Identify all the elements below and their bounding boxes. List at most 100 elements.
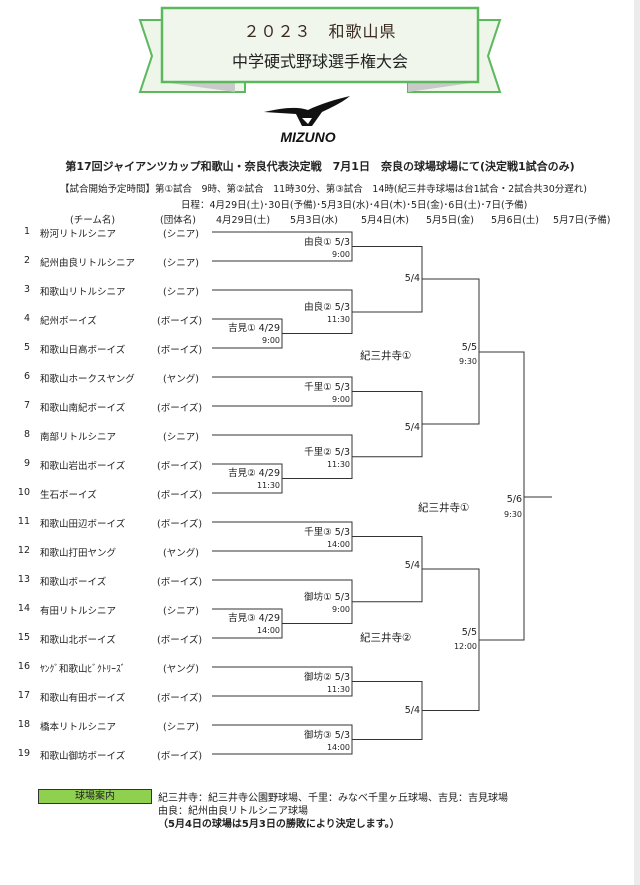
team-number: 13: [17, 574, 30, 585]
match-label: 千里③ 5/3: [304, 527, 350, 538]
team-group: (シニア): [163, 606, 199, 617]
team-group: (シニア): [163, 722, 199, 733]
team-number: 9: [23, 458, 30, 469]
team-number: 6: [23, 371, 30, 382]
team-name: ﾔﾝｸﾞ和歌山ﾋﾞｸﾄﾘｰｽﾞ: [40, 664, 126, 675]
team-name: 生石ボーイズ: [40, 490, 97, 501]
team-number: 8: [23, 429, 30, 440]
team-group: (ヤング): [163, 664, 199, 675]
team-name: 和歌山有田ボーイズ: [40, 693, 126, 704]
match-date: 5/4: [404, 560, 420, 571]
team-name: 橋本リトルシニア: [40, 722, 117, 733]
match-time: 14:00: [326, 743, 350, 752]
match-label: 由良② 5/3: [304, 302, 350, 313]
team-group: (ボーイズ): [157, 751, 203, 762]
match-date: 5/5: [461, 342, 477, 353]
venue-guide-line1: 紀三井寺：紀三井寺公園野球場、千里：みなべ千里ヶ丘球場、吉見：吉見球場: [158, 793, 508, 804]
team-number: 7: [23, 400, 30, 411]
team-group: (ボーイズ): [157, 635, 203, 646]
match-date: 5/5: [461, 627, 477, 638]
team-group: (ボーイズ): [157, 461, 203, 472]
venue-guide-note: （5月4日の球場は5月3日の勝敗により決定します。）: [158, 819, 400, 830]
team-group: (シニア): [163, 432, 199, 443]
team-number: 3: [23, 284, 30, 295]
team-name: 和歌山ホークスヤング: [40, 374, 135, 385]
match-label: 吉見① 4/29: [228, 323, 280, 334]
venue-guide-label: 球場案内: [38, 789, 152, 804]
match-time: 11:30: [326, 315, 350, 324]
bracket-final: [479, 351, 552, 641]
logo-text: MIZUNO: [280, 129, 335, 145]
match-label: 御坊③ 5/3: [304, 730, 350, 741]
team-group: (ボーイズ): [157, 403, 203, 414]
col-0504: 5月4日(木): [361, 215, 410, 226]
team-group: (ボーイズ): [157, 345, 203, 356]
col-0507: 5月7日(予備): [553, 215, 611, 226]
team-number: 11: [17, 516, 30, 527]
team-number: 12: [17, 545, 30, 556]
team-group: (ボーイズ): [157, 519, 203, 530]
venue-semi2: 紀三井寺②: [360, 632, 412, 644]
team-number: 16: [17, 661, 30, 672]
team-name: 和歌山南紀ボーイズ: [40, 403, 126, 414]
final-date: 5/6: [506, 494, 522, 505]
match-label: 千里② 5/3: [304, 447, 350, 458]
match-date: 5/4: [404, 705, 420, 716]
schedule: 日程：4月29日(土)･30日(予備)･5月3日(水)･4日(木)･5日(金)･…: [181, 200, 528, 211]
team-name: 粉河リトルシニア: [40, 229, 117, 240]
match-time: 9:00: [332, 605, 350, 614]
team-name: 和歌山リトルシニア: [40, 287, 126, 298]
banner-title-name: 中学硬式野球選手権大会: [231, 52, 408, 71]
match-time: 12:00: [453, 642, 477, 651]
team-number: 4: [23, 313, 30, 324]
match-time: 14:00: [326, 540, 350, 549]
title-banner: [138, 6, 502, 93]
match-time: 9:00: [332, 250, 350, 259]
team-name: 紀州ボーイズ: [40, 316, 97, 327]
team-group: (ボーイズ): [157, 316, 203, 327]
match-time: 11:30: [326, 685, 350, 694]
match-time: 9:00: [332, 395, 350, 404]
match-time: 9:30: [459, 357, 477, 366]
match-label: 吉見② 4/29: [228, 468, 280, 479]
bracket-round-0504: [352, 246, 423, 740]
team-name: 和歌山打田ヤング: [40, 548, 117, 559]
team-number: 17: [17, 690, 30, 701]
headline: 第17回ジャイアンツカップ和歌山・奈良代表決定戦 7月1日 奈良の球場球場にて(…: [65, 160, 575, 173]
team-name: 和歌山御坊ボーイズ: [40, 751, 126, 762]
team-name: 和歌山日高ボーイズ: [40, 345, 126, 356]
team-group: (ボーイズ): [157, 693, 203, 704]
match-label: 由良① 5/3: [304, 237, 350, 248]
team-group: (シニア): [163, 258, 199, 269]
team-number: 10: [17, 487, 30, 498]
match-time: 11:30: [326, 460, 350, 469]
team-number: 5: [23, 342, 30, 353]
team-number: 18: [17, 719, 30, 730]
team-name: 和歌山北ボーイズ: [40, 635, 116, 646]
match-date: 5/4: [404, 273, 420, 284]
team-group: (ボーイズ): [157, 577, 203, 588]
team-number: 2: [23, 255, 30, 266]
col-0503: 5月3日(水): [290, 215, 339, 226]
team-group: (シニア): [163, 229, 199, 240]
venue-guide-line2: 由良：紀州由良リトルシニア球場: [158, 806, 308, 817]
match-date: 5/4: [404, 422, 420, 433]
start-times: 【試合開始予定時間】第①試合 9時、第②試合 11時30分、第③試合 14時(紀…: [60, 184, 587, 195]
venue-semi1: 紀三井寺①: [360, 350, 412, 362]
team-group: (ヤング): [163, 548, 199, 559]
team-name: 紀州由良リトルシニア: [40, 258, 136, 269]
match-time: 9:00: [262, 336, 280, 345]
page-edge: [634, 0, 640, 885]
final-time: 9:30: [504, 510, 522, 519]
col-0506: 5月6日(土): [491, 215, 540, 226]
match-time: 14:00: [256, 626, 280, 635]
col-group: (団体名): [160, 215, 196, 226]
venue-final: 紀三井寺①: [418, 502, 470, 514]
col-0429: 4月29日(土): [216, 215, 271, 226]
team-group: (ヤング): [163, 374, 199, 385]
team-name: 南部リトルシニア: [40, 432, 117, 443]
team-name: 和歌山ボーイズ: [40, 577, 107, 588]
team-group: (シニア): [163, 287, 199, 298]
match-label: 吉見③ 4/29: [228, 613, 280, 624]
